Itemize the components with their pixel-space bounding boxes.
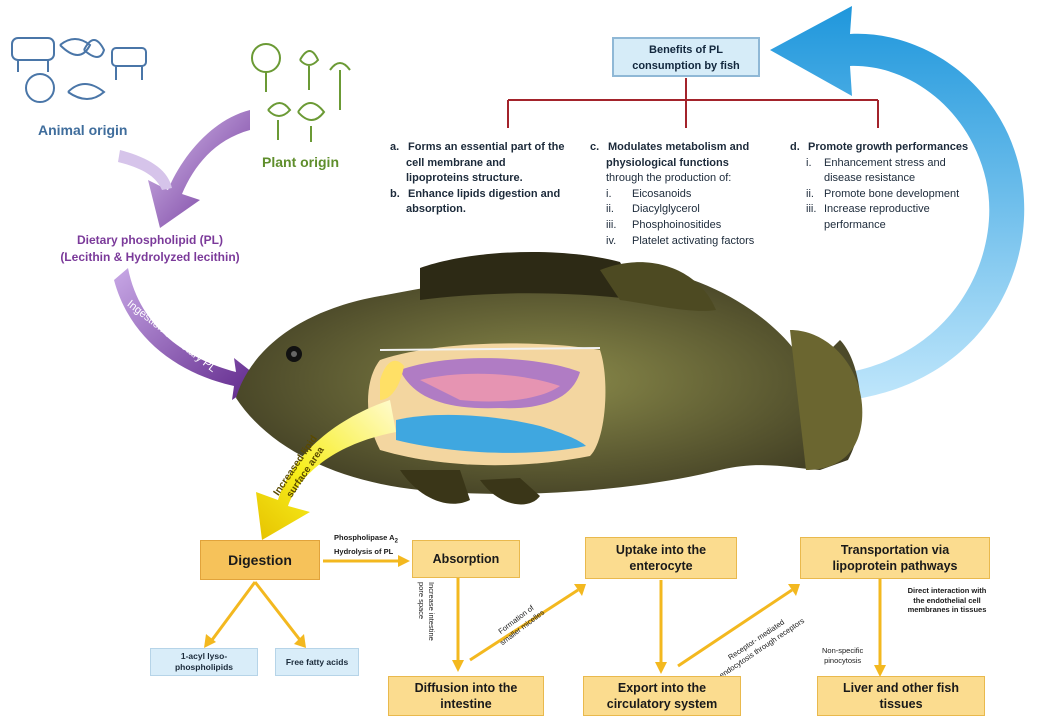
benefit-c-item-4: iv.Platelet activating factors (590, 234, 780, 250)
animal-origin-label: Animal origin (38, 122, 127, 138)
digestion-box: Digestion (200, 540, 320, 580)
benefit-d-item-3-text: Increase reproductive (824, 202, 930, 218)
benefit-col-ab: a.Forms an essential part of the cell me… (390, 140, 595, 218)
phospholipase-line2: Hydrolysis of PL (334, 547, 398, 557)
benefit-c-marker: c. (590, 140, 608, 156)
benefit-d-item-3-text2: performance (790, 218, 990, 234)
benefit-c-line3: through the production of: (590, 171, 780, 187)
benefit-d-item-2-marker: ii. (806, 187, 824, 203)
benefit-c-item-1: i.Eicosanoids (590, 187, 780, 203)
diffusion-line2: intestine (440, 696, 491, 712)
absorption-box: Absorption (412, 540, 520, 578)
phospholipase-label: Phospholipase A2 Hydrolysis of PL (334, 533, 398, 557)
benefit-d-item-2-text: Promote bone development (824, 187, 959, 203)
export-line1: Export into the (618, 680, 706, 696)
benefit-b-line2: absorption. (390, 202, 595, 218)
direct-interaction-label: Direct interaction with the endothelial … (892, 586, 1002, 615)
plant-icons (252, 44, 350, 142)
increase-pore-label: Increase intestine pore space (417, 582, 436, 641)
transport-line1: Transportation via (841, 542, 949, 558)
benefit-c-item-2-marker: ii. (606, 202, 632, 218)
plant-origin-label: Plant origin (262, 154, 339, 170)
uptake-line2: enterocyte (629, 558, 692, 574)
benefit-d-item-2: ii.Promote bone development (790, 187, 990, 203)
benefit-d-marker: d. (790, 140, 808, 156)
benefit-d-line1: Promote growth performances (808, 140, 968, 156)
phospholipase-name: Phospholipase A (334, 533, 395, 542)
diffusion-line1: Diffusion into the (415, 680, 518, 696)
dietary-pl-label: Dietary phospholipid (PL) (Lecithin & Hy… (30, 232, 270, 266)
benefits-title-box: Benefits of PL consumption by fish (612, 37, 760, 77)
benefit-c-item-4-text: Platelet activating factors (632, 234, 754, 250)
direct-line2: the endothelial cell (892, 596, 1002, 606)
transport-box: Transportation via lipoprotein pathways (800, 537, 990, 579)
liver-line1: Liver and other fish (843, 680, 959, 696)
benefit-a: a.Forms an essential part of the (390, 140, 595, 156)
liver-line2: tissues (879, 696, 922, 712)
non-specific-label: Non-specific pinocytosis (822, 646, 863, 665)
benefit-a-line3: lipoproteins structure. (390, 171, 595, 187)
benefits-title-line2: consumption by fish (614, 58, 758, 74)
benefit-c-item-3: iii.Phosphoinositides (590, 218, 780, 234)
benefit-c-item-4-marker: iv. (606, 234, 632, 250)
transport-line2: lipoprotein pathways (832, 558, 957, 574)
free-fatty-acids-box: Free fatty acids (275, 648, 359, 676)
benefit-d-item-1: i.Enhancement stress and (790, 156, 990, 172)
ingestion-arrow (114, 268, 262, 400)
dietary-pl-line1: Dietary phospholipid (PL) (30, 232, 270, 249)
benefit-c-item-3-marker: iii. (606, 218, 632, 234)
benefits-bracket (508, 78, 878, 128)
animal-to-dpl-arrow (118, 150, 172, 190)
dietary-pl-line2: (Lecithin & Hydrolyzed lecithin) (30, 249, 270, 266)
export-line2: circulatory system (607, 696, 717, 712)
lyso-phospholipids-box: 1-acyl lyso- phospholipids (150, 648, 258, 676)
benefit-d-item-1-text: Enhancement stress and (824, 156, 946, 172)
benefit-d-item-3: iii.Increase reproductive (790, 202, 990, 218)
benefit-d: d.Promote growth performances (790, 140, 990, 156)
benefits-title-line1: Benefits of PL (614, 42, 758, 58)
liver-tissues-box: Liver and other fish tissues (817, 676, 985, 716)
nonspecific-line1: Non-specific (822, 646, 863, 656)
benefit-c-item-2: ii.Diacylglycerol (590, 202, 780, 218)
benefit-c: c.Modulates metabolism and (590, 140, 780, 156)
benefit-a-marker: a. (390, 140, 408, 156)
direct-line1: Direct interaction with (892, 586, 1002, 596)
benefit-d-item-1-text2: disease resistance (790, 171, 990, 187)
animal-icons (12, 38, 146, 102)
uptake-box: Uptake into the enterocyte (585, 537, 737, 579)
phospholipase-line1: Phospholipase A2 (334, 533, 398, 547)
benefit-c-item-1-marker: i. (606, 187, 632, 203)
benefit-b-line1: Enhance lipids digestion and (408, 187, 560, 203)
benefit-c-line1: Modulates metabolism and (608, 140, 749, 156)
benefit-c-item-1-text: Eicosanoids (632, 187, 691, 203)
increase-pore-line1: Increase intestine (427, 582, 437, 641)
diffusion-box: Diffusion into the intestine (388, 676, 544, 716)
benefit-col-d: d.Promote growth performances i.Enhancem… (790, 140, 990, 234)
nonspecific-line2: pinocytosis (822, 656, 863, 666)
direct-line3: membranes in tissues (892, 605, 1002, 615)
benefit-b: b.Enhance lipids digestion and (390, 187, 595, 203)
export-box: Export into the circulatory system (583, 676, 741, 716)
lyso-line2: phospholipids (175, 662, 233, 673)
benefit-c-item-2-text: Diacylglycerol (632, 202, 700, 218)
benefit-b-marker: b. (390, 187, 408, 203)
plant-to-dpl-arrow (148, 110, 250, 228)
phospholipase-subscript: 2 (395, 539, 398, 545)
benefit-d-item-1-marker: i. (806, 156, 824, 172)
increase-pore-line2: pore space (417, 582, 427, 641)
benefit-a-line2: cell membrane and (390, 156, 595, 172)
benefit-a-line1: Forms an essential part of the (408, 140, 564, 156)
benefit-c-line2: physiological functions (590, 156, 780, 172)
grouper-fish-illustration (236, 252, 862, 505)
benefit-c-item-3-text: Phosphoinositides (632, 218, 721, 234)
benefit-col-c: c.Modulates metabolism and physiological… (590, 140, 780, 249)
uptake-line1: Uptake into the (616, 542, 706, 558)
lyso-line1: 1-acyl lyso- (181, 651, 227, 662)
benefit-d-item-3-marker: iii. (806, 202, 824, 218)
